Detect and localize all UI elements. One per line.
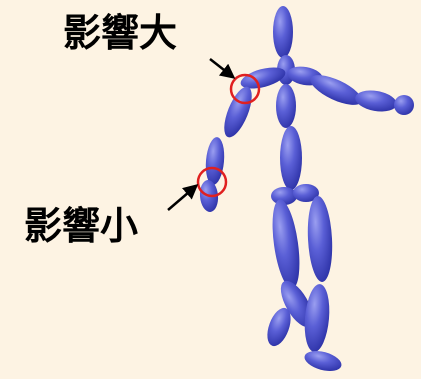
label-high-influence: 影響大 [63, 11, 178, 55]
thigh-right-segment [307, 196, 333, 282]
pelvis-left-segment [271, 187, 297, 205]
shin-left-segment [280, 280, 314, 328]
forearm-left-segment [205, 137, 225, 185]
foot-right-segment [304, 351, 342, 371]
thigh-left-segment [272, 199, 300, 289]
shin-right-segment [304, 284, 330, 352]
hand-right-segment [394, 95, 414, 115]
pelvis-right-segment [293, 184, 319, 202]
foot-left-segment [267, 307, 291, 347]
upper-arm-left-segment [224, 86, 252, 138]
highlight-circle-wrist [196, 166, 228, 198]
forearm-right-segment [355, 90, 397, 112]
upper-arm-right-segment [310, 75, 362, 105]
stick-figure [199, 6, 414, 371]
highlight-circle-shoulder [229, 73, 261, 105]
shoulder-left-segment [240, 67, 286, 89]
arrow-to-wrist [167, 184, 199, 211]
label-low-influence: 影響小 [24, 204, 139, 248]
torso-lower-segment [280, 126, 302, 190]
head-segment [273, 6, 293, 58]
arrow-to-shoulder [209, 58, 236, 79]
torso-upper-segment [276, 84, 296, 128]
